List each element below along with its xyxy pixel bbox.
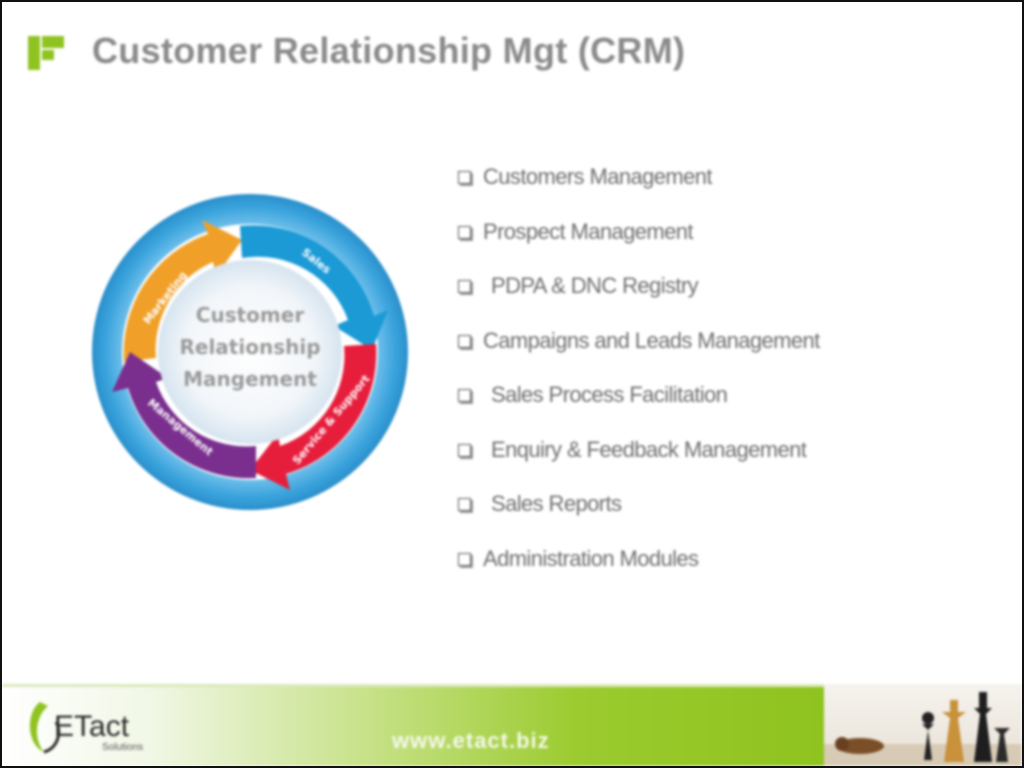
list-item: Prospect Management: [458, 219, 998, 274]
cycle-center: [158, 260, 342, 444]
cycle-center-line-3: Mangement: [183, 367, 317, 391]
logo-wordmark: ETact: [54, 710, 130, 743]
list-item: Sales Reports: [458, 491, 998, 546]
checkbox-bullet-icon: [458, 225, 471, 239]
checkbox-bullet-icon: [458, 389, 471, 402]
footer-divider: [2, 684, 1022, 687]
list-item: Enquiry & Feedback Management: [458, 437, 998, 492]
checkbox-bullet-icon: [458, 498, 471, 511]
feature-list: Customers Management Prospect Management…: [458, 164, 998, 600]
checkbox-bullet-icon: [458, 280, 471, 293]
list-item: Campaigns and Leads Management: [458, 328, 998, 383]
checkbox-bullet-icon: [458, 443, 471, 457]
list-item-text: Prospect Management: [483, 218, 694, 244]
chess-pieces-image: [824, 684, 1022, 766]
logo-subtitle: Solutions: [102, 742, 143, 753]
list-item: Administration Modules: [458, 546, 998, 601]
list-item-text: Administration Modules: [483, 545, 699, 571]
list-item-text: Sales Reports: [491, 491, 622, 516]
checkbox-bullet-icon: [458, 552, 471, 566]
crm-cycle-diagram: Customer Relationship Mangement Marketin…: [92, 194, 408, 510]
title-logo-icon: [28, 36, 64, 70]
list-item-text: Enquiry & Feedback Management: [491, 436, 807, 462]
cycle-arrow-marketing: [123, 220, 242, 362]
slide-title: Customer Relationship Mgt (CRM): [92, 30, 686, 71]
footer-url: www.etact.biz: [392, 728, 550, 753]
cycle-arrow-sales: [240, 225, 388, 350]
checkbox-bullet-icon: [458, 171, 471, 184]
list-item-text: PDPA & DNC Registry: [491, 273, 699, 298]
list-item-text: Sales Process Facilitation: [491, 382, 728, 407]
etact-logo: ETact Solutions: [29, 702, 143, 754]
cycle-center-line-2: Relationship: [179, 335, 320, 359]
slide-footer: ETact Solutions www.etact.biz: [2, 684, 1022, 766]
list-item: PDPA & DNC Registry: [458, 273, 998, 328]
checkbox-bullet-icon: [458, 334, 471, 348]
list-item-text: Campaigns and Leads Management: [483, 327, 820, 353]
list-item: Customers Management: [458, 164, 998, 219]
list-item-text: Customers Management: [483, 164, 712, 189]
cycle-center-line-1: Customer: [196, 303, 305, 327]
footer-gradient-band: [2, 684, 824, 766]
cycle-arrow-service: [250, 344, 377, 490]
cycle-arrow-management: [112, 352, 256, 479]
list-item: Sales Process Facilitation: [458, 382, 998, 437]
